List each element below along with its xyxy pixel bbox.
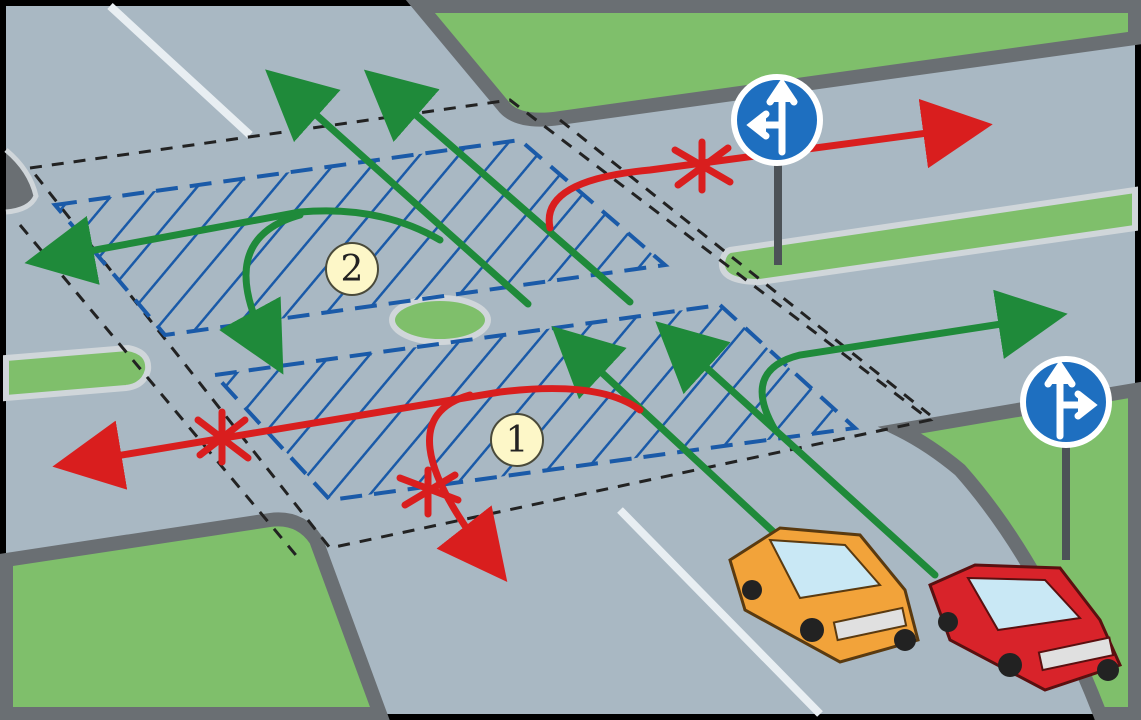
straight-left-arrow-icon: [746, 77, 798, 156]
median-center: [389, 295, 491, 345]
cross-mark-top: [671, 138, 734, 194]
sign-straight-or-right: [1020, 356, 1112, 560]
median-right: [718, 186, 1138, 286]
lane-line-top: [107, 3, 253, 138]
path-through-zone-2b: [265, 69, 532, 308]
zone-2-label: 2: [325, 242, 379, 296]
sign-pole: [774, 165, 782, 265]
sign-disc: [731, 74, 823, 166]
path-u-turn-zone-1: [426, 391, 508, 583]
intersection-boundary: [27, 98, 934, 550]
median-left: [2, 344, 152, 402]
grass-bottom-left: [0, 512, 390, 720]
curb-top-left: [4, 148, 39, 215]
red-car: [928, 563, 1123, 692]
cross-mark-left: [194, 408, 252, 466]
path-right-turn: [758, 289, 1068, 434]
path-straight-red: [655, 321, 939, 579]
path-left-turn-zone-2: [24, 207, 444, 285]
path-u-turn-zone-2: [219, 211, 304, 375]
sign-straight-or-left: [731, 74, 823, 265]
zone-1-label: 1: [490, 413, 544, 467]
lane-line-bottom: [617, 507, 823, 717]
forbidden-paths: [52, 98, 993, 583]
forbidden-marks: [194, 138, 734, 518]
permitted-paths: [24, 69, 1068, 579]
path-right-turn-top: [545, 98, 993, 232]
path-through-zone-2a: [363, 69, 634, 306]
path-straight-orange: [551, 325, 784, 542]
path-left-turn-zone-1: [52, 385, 644, 490]
sign-pole: [1062, 440, 1070, 560]
straight-right-arrow-icon: [1044, 359, 1098, 440]
orange-car: [728, 526, 920, 664]
cross-mark-bottom: [396, 466, 462, 518]
